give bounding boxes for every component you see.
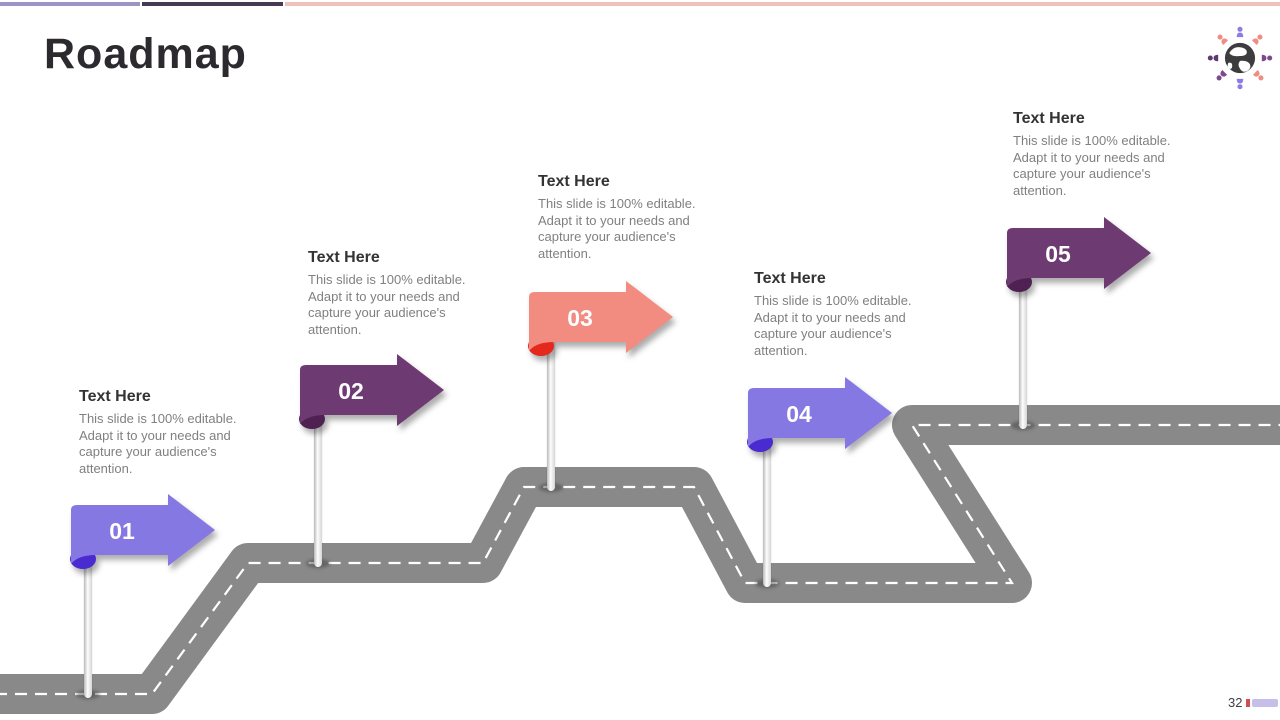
milestone-heading: Text Here bbox=[308, 249, 380, 266]
flag-arrow-head bbox=[397, 354, 444, 426]
top-bar-segment-1 bbox=[0, 2, 140, 6]
milestone-flag: 05 bbox=[1006, 217, 1151, 292]
flag-arrow-body bbox=[71, 505, 169, 564]
signpost-pole bbox=[1019, 273, 1027, 429]
milestone-description: This slide is 100% editable. Adapt it to… bbox=[308, 272, 466, 337]
signpost-pole bbox=[84, 550, 92, 698]
milestone-description: This slide is 100% editable. Adapt it to… bbox=[538, 196, 696, 261]
milestone-flag: 01 bbox=[70, 494, 215, 569]
flag-arrow-body bbox=[300, 365, 398, 424]
signpost-pole bbox=[763, 433, 771, 587]
top-bar-segment-2 bbox=[142, 2, 283, 6]
top-accent-bar bbox=[0, 2, 1280, 6]
flag-arrow-head bbox=[845, 377, 892, 449]
page-title: Roadmap bbox=[44, 30, 247, 78]
flag-arrow-head bbox=[1104, 217, 1151, 289]
milestone-heading: Text Here bbox=[79, 388, 151, 405]
signpost-pole bbox=[547, 337, 555, 491]
globe-icon bbox=[1224, 42, 1256, 74]
milestone-heading: Text Here bbox=[538, 173, 610, 190]
milestone-heading: Text Here bbox=[1013, 110, 1085, 127]
milestone-description: This slide is 100% editable. Adapt it to… bbox=[79, 411, 237, 476]
milestone-number: 01 bbox=[109, 518, 135, 544]
milestone-description: This slide is 100% editable. Adapt it to… bbox=[1013, 133, 1171, 198]
milestone-flag: 04 bbox=[747, 377, 892, 452]
milestone-textblock: Text Here This slide is 100% editable. A… bbox=[308, 249, 468, 339]
milestone-flag: 03 bbox=[528, 281, 673, 356]
milestone-textblock: Text Here This slide is 100% editable. A… bbox=[79, 388, 239, 478]
milestone-description: This slide is 100% editable. Adapt it to… bbox=[754, 293, 912, 358]
milestone-textblock: Text Here This slide is 100% editable. A… bbox=[754, 270, 914, 360]
flag-arrow-head bbox=[168, 494, 215, 566]
milestone-number: 03 bbox=[567, 305, 593, 331]
signpost-pole bbox=[314, 410, 322, 567]
flag-arrow-body bbox=[529, 292, 627, 351]
footer-accent-bars bbox=[1246, 698, 1279, 707]
milestone-number: 02 bbox=[338, 378, 364, 404]
person-icon bbox=[1207, 26, 1273, 90]
road-center-dashes bbox=[0, 423, 1280, 696]
footer: 32 bbox=[1228, 695, 1279, 710]
footer-page-number: 32 bbox=[1228, 695, 1243, 710]
flag-arrow-body bbox=[748, 388, 846, 447]
milestone-number: 04 bbox=[786, 401, 812, 427]
milestone-textblock: Text Here This slide is 100% editable. A… bbox=[538, 173, 698, 263]
milestone-textblock: Text Here This slide is 100% editable. A… bbox=[1013, 110, 1173, 200]
flag-arrow-head bbox=[626, 281, 673, 353]
milestone-heading: Text Here bbox=[754, 270, 826, 287]
milestone-flag: 02 bbox=[299, 354, 444, 429]
top-bar-segment-3 bbox=[285, 2, 1280, 6]
flag-arrow-body bbox=[1007, 228, 1105, 287]
milestone-number: 05 bbox=[1045, 241, 1071, 267]
globe-people-logo bbox=[1207, 26, 1273, 90]
